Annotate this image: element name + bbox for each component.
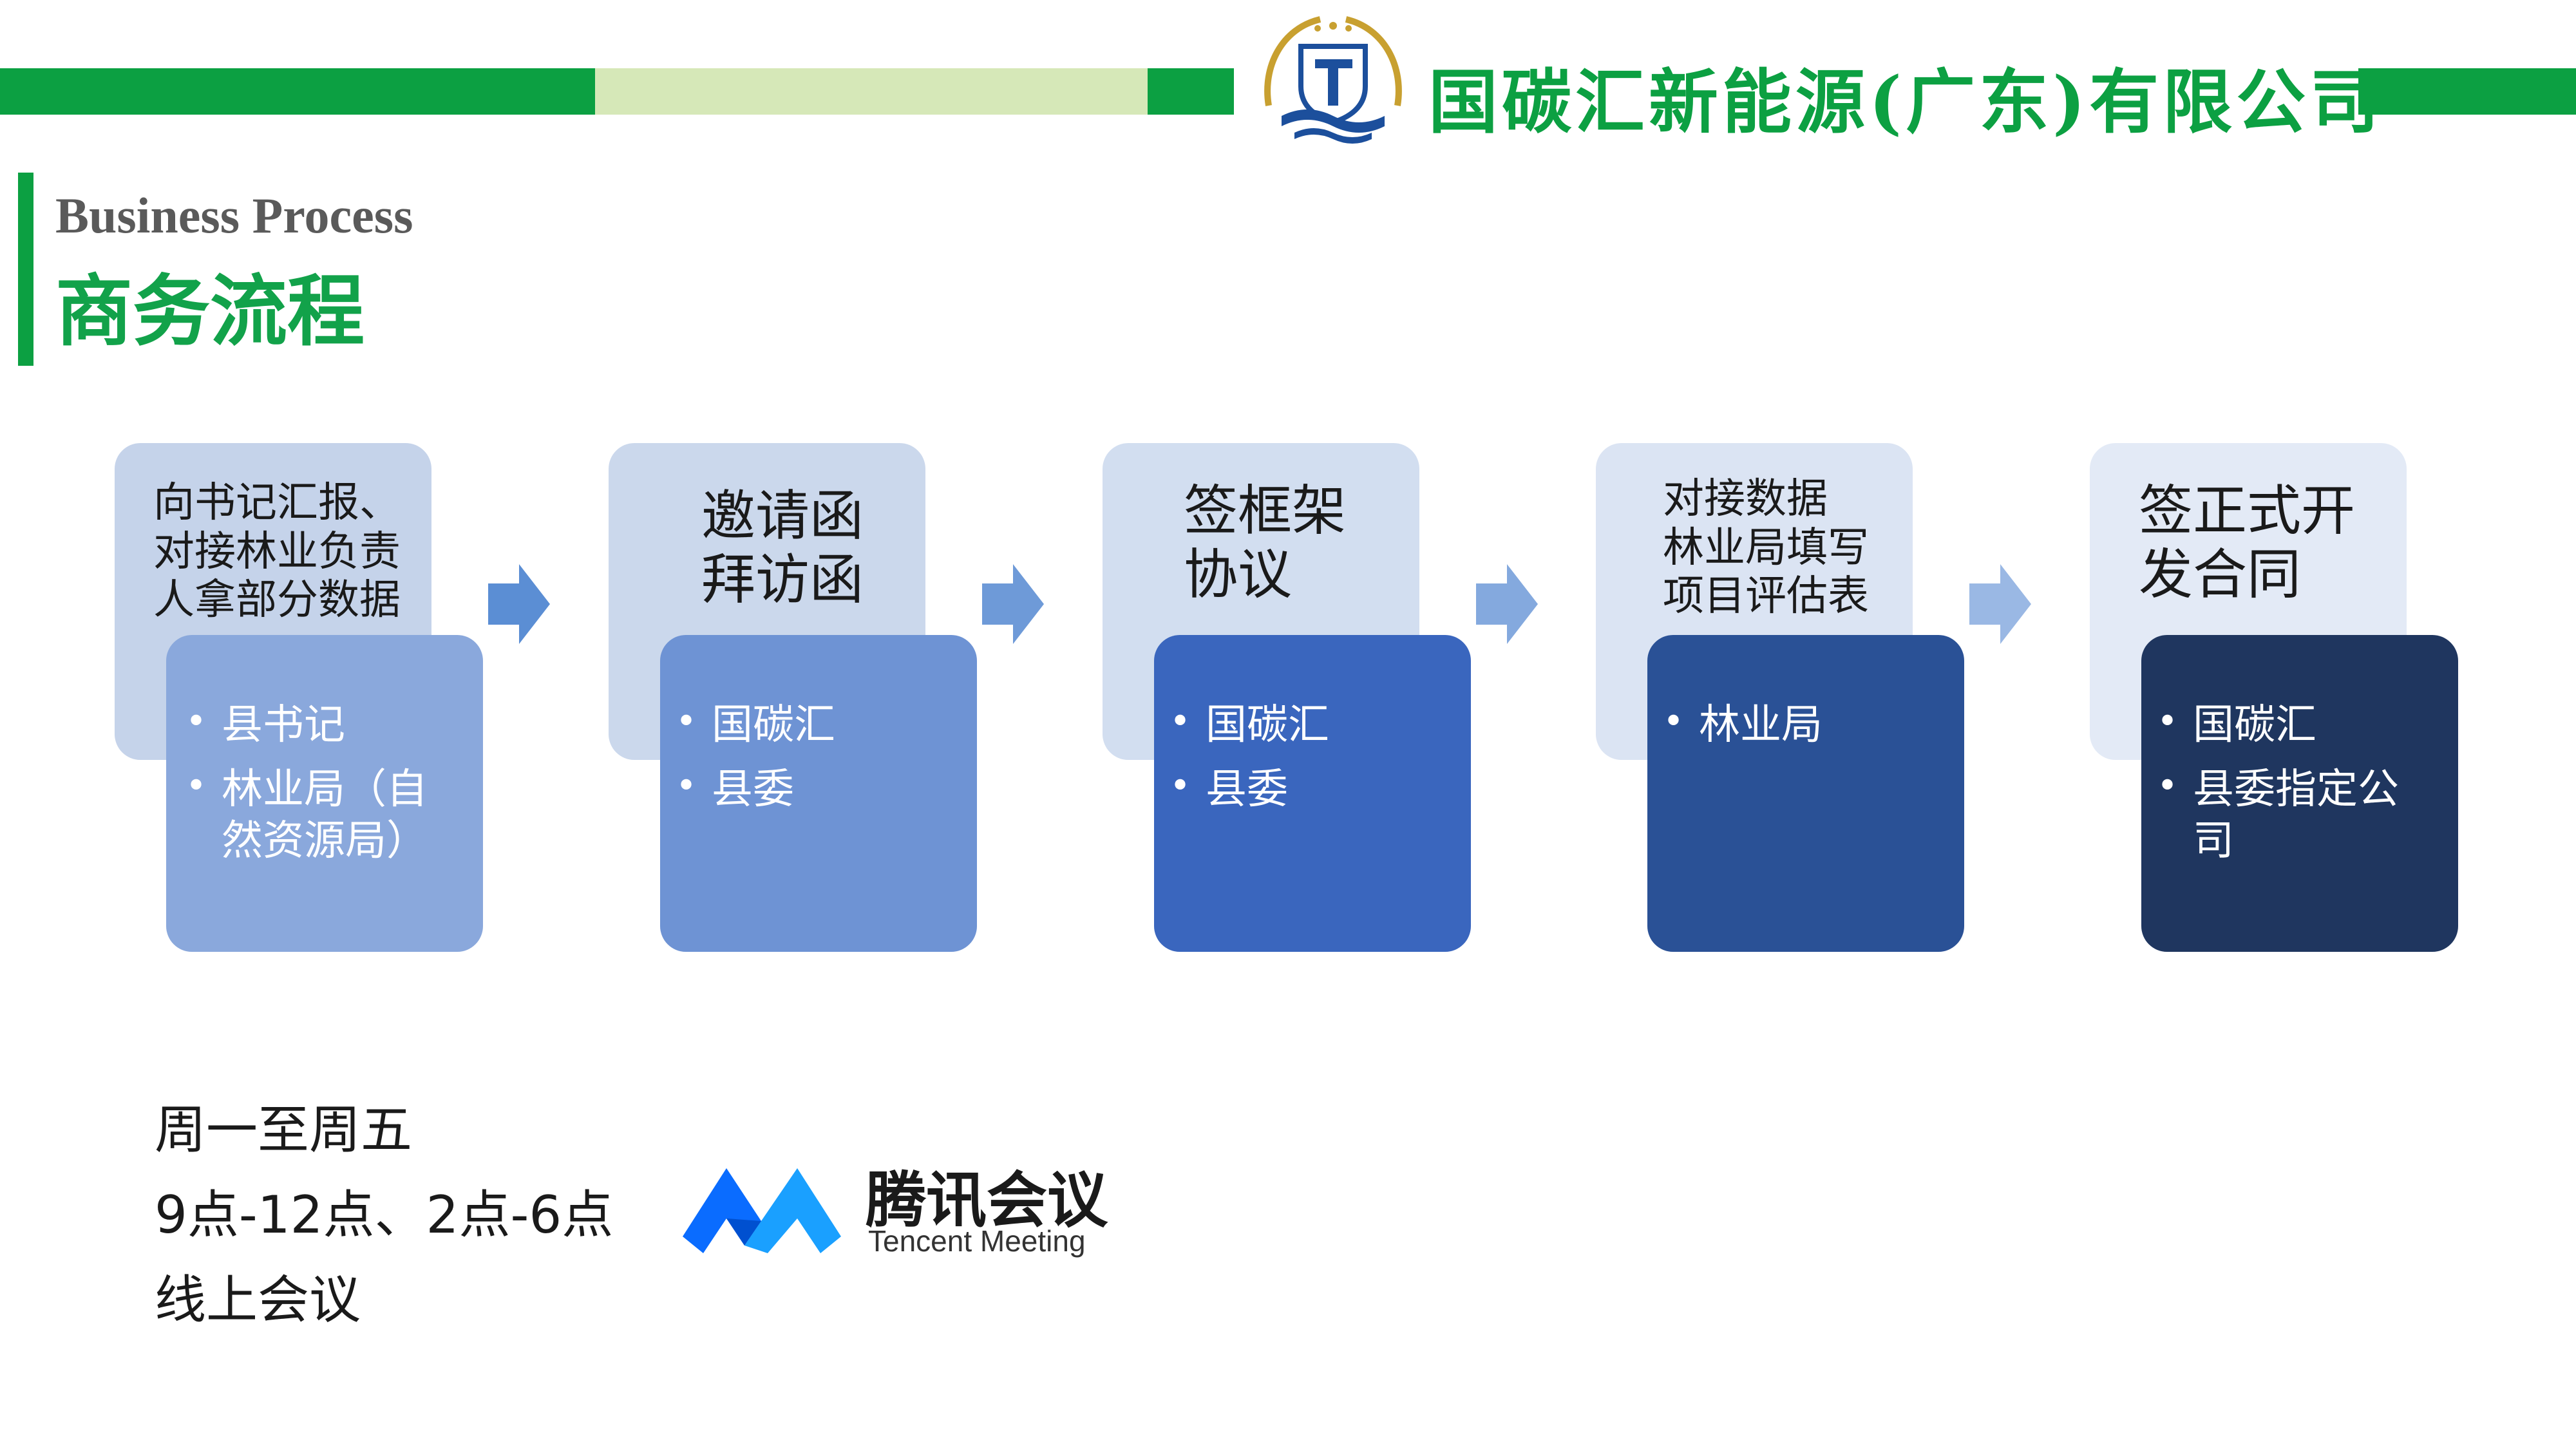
company-logo-icon [1264, 16, 1402, 144]
arrow-right-icon [1969, 564, 2031, 644]
meeting-app-name-zh: 腾讯会议 [866, 1166, 1108, 1236]
step-1-participant: 县书记 [185, 699, 460, 751]
step-2-participant: 国碳汇 [676, 699, 951, 751]
schedule-line-hours: 9点-12点、2点-6点 [155, 1185, 614, 1245]
header-bar-green-right [2358, 68, 2576, 115]
step-5-title-line: 签正式开 [2139, 479, 2356, 542]
arrow-right-icon [1476, 564, 1538, 644]
arrow-right-icon [488, 564, 550, 644]
tencent-meeting-logo-icon [683, 1168, 841, 1253]
step-1-title-line: 人拿部分数据 [153, 576, 401, 625]
step-2-title-line: 拜访函 [701, 548, 864, 612]
step-2-participants-box: 国碳汇 县委 [660, 635, 977, 952]
step-2-participant: 县委 [676, 764, 951, 815]
step-1-title-line: 对接林业负责 [153, 527, 401, 576]
step-5-participant: 县委指定公司 [2157, 764, 2432, 867]
title-accent-bar [18, 173, 33, 366]
step-1-title-line: 向书记汇报、 [153, 479, 401, 527]
step-3-participant: 县委 [1170, 764, 1445, 815]
step-2-title-line: 邀请函 [701, 484, 864, 547]
step-5-participant: 国碳汇 [2157, 699, 2432, 751]
section-title-zh: 商务流程 [55, 267, 365, 357]
step-3-title-line: 签框架 [1184, 479, 1347, 542]
step-4-title-line: 项目评估表 [1663, 573, 1869, 621]
step-4-title-line: 对接数据 [1663, 475, 1828, 523]
header-bar-green-left [0, 68, 595, 115]
header-bar-light-green [595, 68, 1148, 115]
step-1-participant: 林业局（自然资源局） [185, 764, 460, 867]
schedule-line-mode: 线上会议 [155, 1270, 361, 1330]
step-5-title-line: 发合同 [2139, 543, 2302, 607]
schedule-line-days: 周一至周五 [155, 1100, 412, 1160]
step-3-participant: 国碳汇 [1170, 699, 1445, 751]
meeting-app-name-en: Tencent Meeting [868, 1224, 1086, 1258]
arrow-right-icon [982, 564, 1044, 644]
header-bar-green-mid [1148, 68, 1234, 115]
section-title-en: Business Process [55, 187, 413, 243]
step-4-title-line: 林业局填写 [1663, 524, 1869, 572]
company-name: 国碳汇新能源(广东)有限公司 [1428, 62, 2383, 143]
step-1-participants-box: 县书记 林业局（自然资源局） [166, 635, 483, 952]
step-4-participant: 林业局 [1663, 699, 1938, 751]
step-3-title-line: 协议 [1184, 543, 1293, 607]
step-5-participants-box: 国碳汇 县委指定公司 [2141, 635, 2458, 952]
step-3-participants-box: 国碳汇 县委 [1154, 635, 1471, 952]
step-4-participants-box: 林业局 [1647, 635, 1964, 952]
